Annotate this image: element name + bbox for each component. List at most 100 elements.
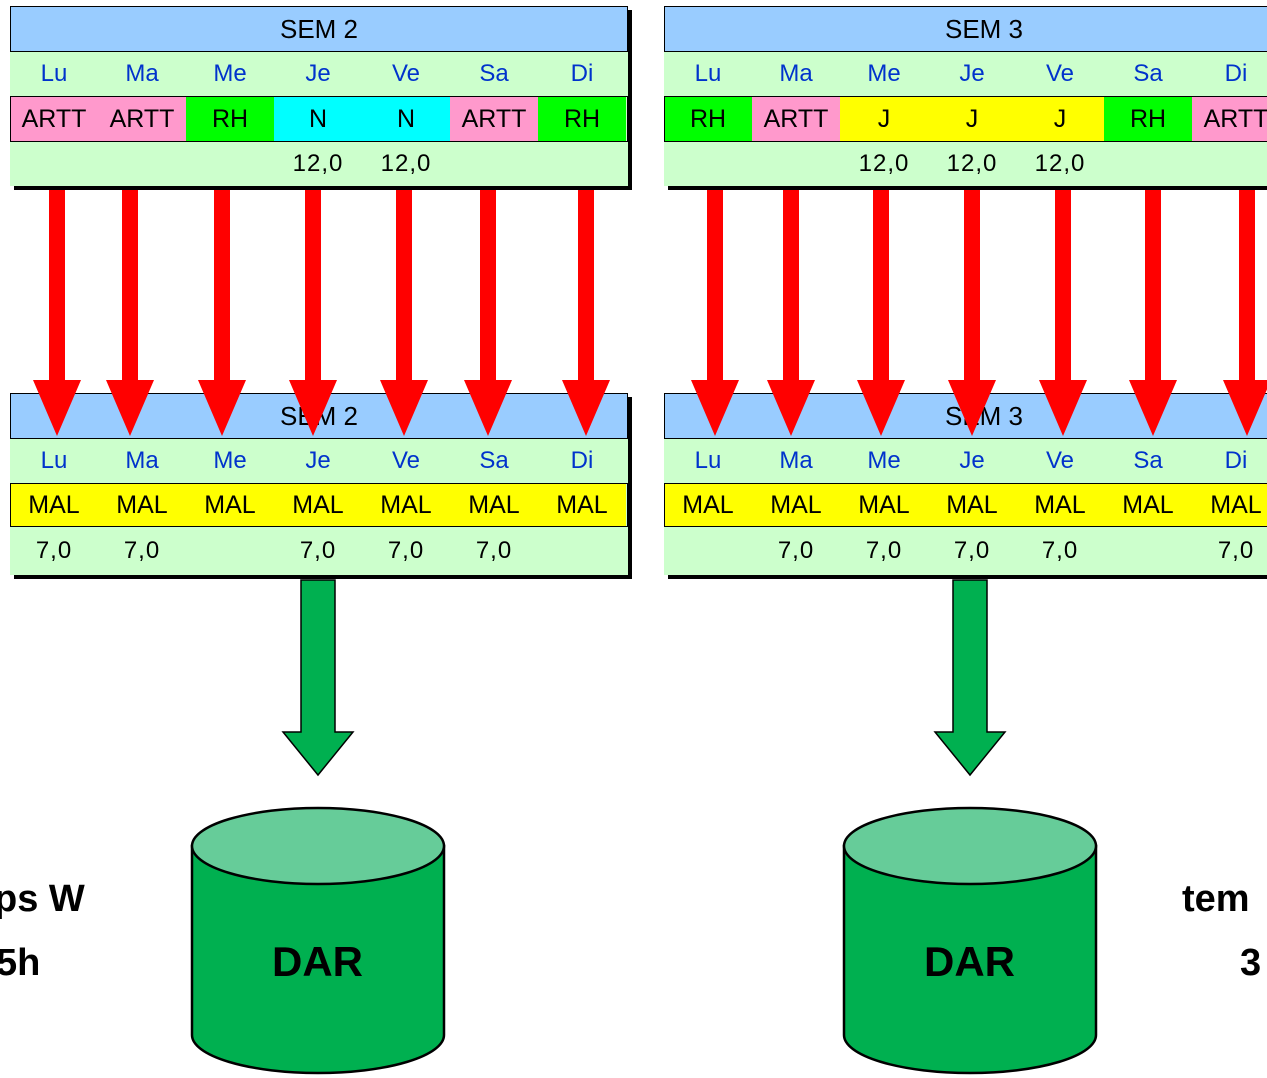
hours-value-cell: 7,0: [1041, 537, 1079, 564]
hours-value-cell: [752, 142, 840, 186]
shift-code-cell: ARTT: [98, 96, 186, 142]
day-label-cell: Lu: [40, 60, 68, 87]
shift-code-cell: RH: [1104, 96, 1192, 142]
hours-value-cell: 7,0: [953, 537, 991, 564]
day-label-cell: Sa: [479, 60, 509, 87]
cylinder-label-right: DAR: [924, 938, 1015, 985]
day-label-cell: Di: [570, 60, 594, 87]
hours-value-cell: [10, 142, 98, 186]
day-label-cell: Me: [213, 60, 247, 87]
day-label-cell: Lu: [40, 447, 68, 474]
week-title: SEM 3: [664, 393, 1267, 439]
hours-value-cell: 12,0: [380, 150, 432, 177]
shift-code-cell: MAL: [450, 483, 538, 527]
shift-code-cell: J: [1016, 96, 1104, 142]
hours-value-cell: 12,0: [946, 150, 998, 177]
hours-value-cell: 7,0: [387, 537, 425, 564]
shift-code-cell: MAL: [362, 483, 450, 527]
shift-code-cell: ARTT: [752, 96, 840, 142]
shift-code-cell: MAL: [10, 483, 98, 527]
shift-code-cell: RH: [664, 96, 752, 142]
left-side-label-line1: ps W: [0, 878, 85, 920]
shift-code-cell: MAL: [1016, 483, 1104, 527]
shift-code-cell: ARTT: [10, 96, 98, 142]
shift-code-cell: ARTT: [450, 96, 538, 142]
hours-value-row: 7,0 7,0 7,0 7,0 7,0: [664, 527, 1267, 575]
week-title: SEM 3: [664, 6, 1267, 52]
hours-value-cell: [664, 142, 752, 186]
hours-value-cell: 12,0: [292, 150, 344, 177]
hours-value-cell: [664, 527, 752, 575]
right-side-label-line2: 3: [1240, 942, 1262, 984]
day-label-cell: Me: [867, 447, 901, 474]
shift-code-cell: MAL: [928, 483, 1016, 527]
day-label-cell: Je: [959, 60, 985, 87]
day-label-cell: Sa: [1133, 60, 1163, 87]
day-label-cell: Di: [1224, 447, 1248, 474]
day-label-row: Lu Ma Me Je Ve Sa Di: [664, 439, 1267, 483]
shift-code-cell: MAL: [1104, 483, 1192, 527]
hours-value-cell: [1104, 142, 1192, 186]
hours-value-cell: 7,0: [1217, 537, 1255, 564]
day-label-cell: Ma: [779, 447, 813, 474]
day-label-cell: Me: [213, 447, 247, 474]
week-title: SEM 2: [10, 393, 628, 439]
shift-code-cell: MAL: [752, 483, 840, 527]
day-label-cell: Je: [959, 447, 985, 474]
green-arrow: [281, 579, 355, 777]
hours-value-row: 12,0 12,0 12,0: [664, 142, 1267, 186]
shift-code-cell: MAL: [186, 483, 274, 527]
day-label-cell: Ve: [1045, 447, 1075, 474]
database-cylinder-top: [190, 806, 446, 886]
day-label-cell: Ma: [779, 60, 813, 87]
hours-value-cell: [450, 142, 538, 186]
day-label-cell: Sa: [479, 447, 509, 474]
shift-code-cell: MAL: [98, 483, 186, 527]
day-label-cell: Lu: [694, 447, 722, 474]
hours-value-cell: 7,0: [475, 537, 513, 564]
hours-value-cell: 7,0: [865, 537, 903, 564]
hours-value-cell: 7,0: [299, 537, 337, 564]
day-label-cell: Sa: [1133, 447, 1163, 474]
hours-value-cell: [1192, 142, 1267, 186]
hours-value-cell: [186, 142, 274, 186]
day-label-cell: Lu: [694, 60, 722, 87]
week-title: SEM 2: [10, 6, 628, 52]
day-label-cell: Ma: [125, 447, 159, 474]
hours-value-cell: [538, 142, 626, 186]
hours-value-cell: [538, 527, 626, 575]
hours-value-cell: 7,0: [777, 537, 815, 564]
shift-code-cell: MAL: [840, 483, 928, 527]
hours-value-cell: [1104, 527, 1192, 575]
shift-code-cell: MAL: [538, 483, 626, 527]
shift-code-cell: N: [362, 96, 450, 142]
hours-value-cell: 12,0: [1034, 150, 1086, 177]
day-label-cell: Ve: [391, 60, 421, 87]
shift-code-cell: RH: [186, 96, 274, 142]
hours-value-row: 12,0 12,0: [10, 142, 628, 186]
day-label-cell: Di: [570, 447, 594, 474]
day-label-cell: Je: [305, 60, 331, 87]
hours-value-cell: 12,0: [858, 150, 910, 177]
shift-code-cell: MAL: [1192, 483, 1267, 527]
hours-value-cell: [98, 142, 186, 186]
cylinder-label-left: DAR: [272, 938, 363, 985]
shift-code-cell: MAL: [664, 483, 752, 527]
day-label-cell: Je: [305, 447, 331, 474]
hours-value-cell: [186, 527, 274, 575]
day-label-cell: Ma: [125, 60, 159, 87]
day-label-row: Lu Ma Me Je Ve Sa Di: [10, 52, 628, 96]
hours-value-cell: 7,0: [35, 537, 73, 564]
right-side-label-line1: tem: [1182, 878, 1250, 920]
day-label-cell: Ve: [1045, 60, 1075, 87]
